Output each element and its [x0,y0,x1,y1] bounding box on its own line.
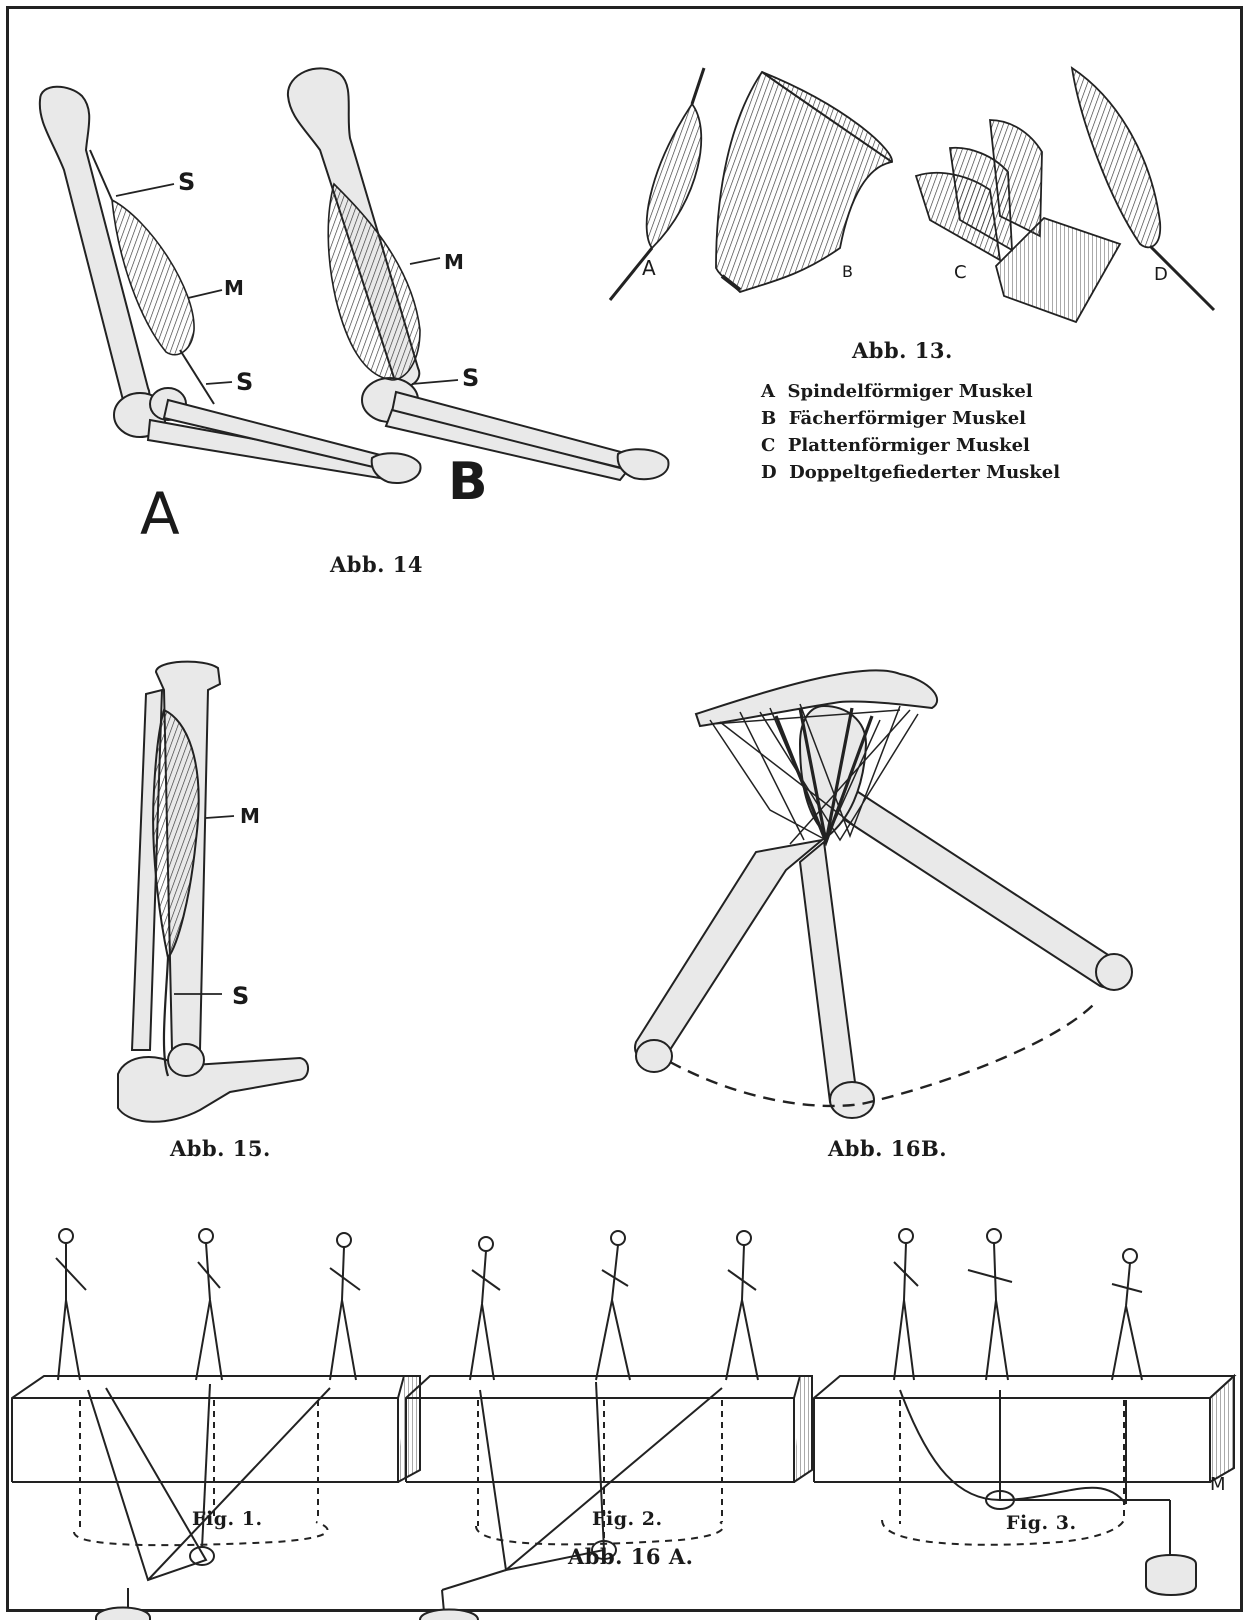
abb14-caption: Abb. 14 [330,552,423,577]
fig3-caption: Fig. 3. [1006,1512,1077,1534]
leg-label-s: S [232,982,249,1010]
legend-item-b: B Fächerförmiger Muskel [761,405,1060,432]
abb14-figure [40,68,669,483]
muscle-c-plate [916,120,1120,322]
fig2-box [406,1376,812,1620]
abb15-figure [118,662,308,1122]
fig1-caption: Fig. 1. [192,1508,263,1530]
muscle-b-fan [716,72,892,292]
arm-a-label-s-upper: S [178,168,195,196]
abb16a-caption: Abb. 16 A. [568,1544,693,1569]
arm-b-label-m: M [444,250,464,274]
fig1-box [12,1376,420,1620]
legend-item-d: D Doppeltgefiederter Muskel [761,459,1060,486]
abb13-legend: A Spindelförmiger Muskel B Fächerförmige… [761,378,1060,486]
arm-b-letter: B [448,452,488,512]
abb15-caption: Abb. 15. [170,1136,271,1161]
arm-b-label-s: S [462,364,479,392]
muscle-a-spindle [610,68,704,300]
arm-a-label-m: M [224,276,244,300]
arm-b [288,68,669,480]
legend-item-a: A Spindelförmiger Muskel [761,378,1060,405]
abb16b-figure [635,670,1132,1118]
puller-figures [56,1229,1142,1380]
legend-item-c: C Plattenförmiger Muskel [761,432,1060,459]
muscle-a-letter: A [642,256,656,280]
abb16b-caption: Abb. 16B. [828,1136,947,1161]
arm-a-label-s-lower: S [236,368,253,396]
arm-a-letter: A [140,480,180,548]
abb13-caption: Abb. 13. [852,338,953,363]
abb13-figure [610,68,1214,322]
muscle-c-letter: C [954,262,967,283]
fig2-caption: Fig. 2. [592,1508,663,1530]
leg-label-m: M [240,804,260,828]
artist-signature: M [1210,1474,1226,1495]
muscle-d-letter: D [1154,264,1168,285]
muscle-b-letter: B [842,262,853,281]
fig3-box [814,1376,1234,1595]
